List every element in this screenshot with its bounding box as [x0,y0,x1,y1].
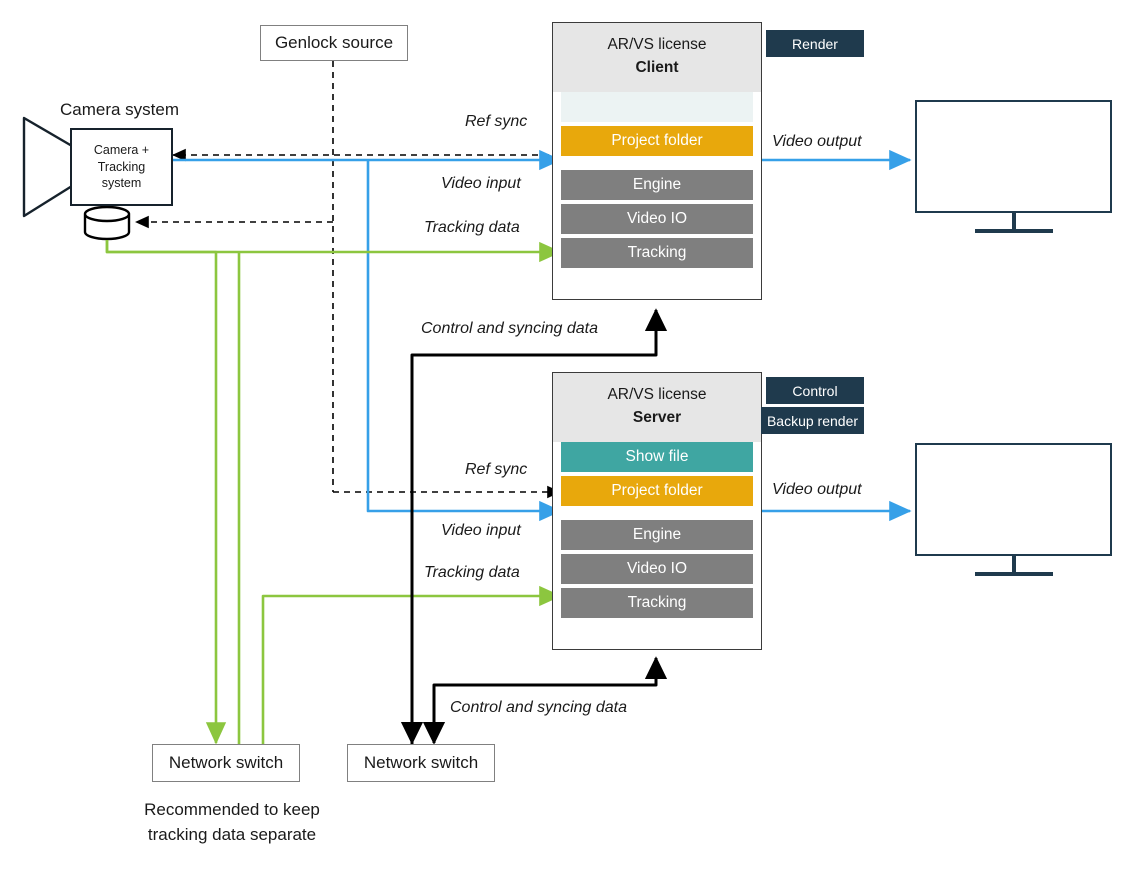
server-slot-list: Show file Project folder Engine Video IO… [553,441,761,618]
client-monitor-display [915,100,1112,213]
server-tracking-wire [261,585,562,746]
server-tracking-data-label: Tracking data [424,564,520,581]
client-slot-spacer [561,160,753,170]
client-slot-tracking[interactable]: Tracking [561,237,753,268]
camera-box-line-2: Tracking [97,159,146,174]
server-badge-backup-render[interactable]: Backup render [761,407,864,434]
tracking-sensor-icon [83,205,131,241]
tracking-separation-note-line-1: Recommended to keep [144,800,320,819]
client-badge-render[interactable]: Render [766,30,864,57]
control-network-switch-box[interactable]: Network switch [347,744,495,782]
client-header: AR/VS license Client [553,23,761,92]
genlock-source-label: Genlock source [274,33,394,52]
camera-box-line-1: Camera + [93,142,150,157]
camera-lens-icon [22,116,74,218]
client-slot-engine[interactable]: Engine [561,169,753,200]
camera-box-line-3: system [101,176,142,191]
server-video-output-label: Video output [772,481,862,498]
camera-system-title: Camera system [60,100,180,119]
tracking-to-client-wire [105,240,562,263]
tracking-sensor-to-switch-wire [105,240,227,745]
server-monitor-display [915,443,1112,556]
server-slot-video-io[interactable]: Video IO [561,553,753,584]
server-role-label: Server [632,409,682,427]
tracking-network-switch-box[interactable]: Network switch [152,744,300,782]
server-slot-show-file[interactable]: Show file [561,441,753,472]
genlock-source-box[interactable]: Genlock source [260,25,408,61]
control-network-switch-label: Network switch [363,753,479,772]
client-slot-list: Project folder Engine Video IO Tracking [553,91,761,268]
client-control-syncing-label: Control and syncing data [421,320,598,337]
monitor-stand-server [975,556,1053,576]
client-role-label: Client [635,59,679,77]
monitor-stand-client [975,213,1053,233]
client-video-output-label: Video output [772,133,862,150]
server-control-syncing-label: Control and syncing data [450,699,627,716]
server-slot-engine[interactable]: Engine [561,519,753,550]
client-slot-empty [561,91,753,122]
server-slot-spacer [561,510,753,520]
tracking-network-switch-label: Network switch [168,753,284,772]
client-video-input-label: Video input [441,175,521,192]
client-tracking-data-label: Tracking data [424,219,520,236]
camera-tracking-system-box[interactable]: Camera + Tracking system [70,128,173,206]
client-ref-sync-label: Ref sync [465,113,528,130]
client-slot-video-io[interactable]: Video IO [561,203,753,234]
server-badge-control[interactable]: Control [766,377,864,404]
server-video-input-label: Video input [441,522,521,539]
server-license-label: AR/VS license [607,386,707,403]
server-slot-tracking[interactable]: Tracking [561,587,753,618]
server-ref-sync-label: Ref sync [465,461,528,478]
client-machine-panel[interactable]: AR/VS license Client Project folder Engi… [552,22,762,300]
client-slot-project-folder[interactable]: Project folder [561,125,753,156]
tracking-separation-note: Recommended to keep tracking data separa… [82,798,382,847]
client-license-label: AR/VS license [607,36,707,53]
server-machine-panel[interactable]: AR/VS license Server Show file Project f… [552,372,762,650]
server-header: AR/VS license Server [553,373,761,442]
server-slot-project-folder[interactable]: Project folder [561,475,753,506]
tracking-separation-note-line-2: tracking data separate [147,824,317,844]
